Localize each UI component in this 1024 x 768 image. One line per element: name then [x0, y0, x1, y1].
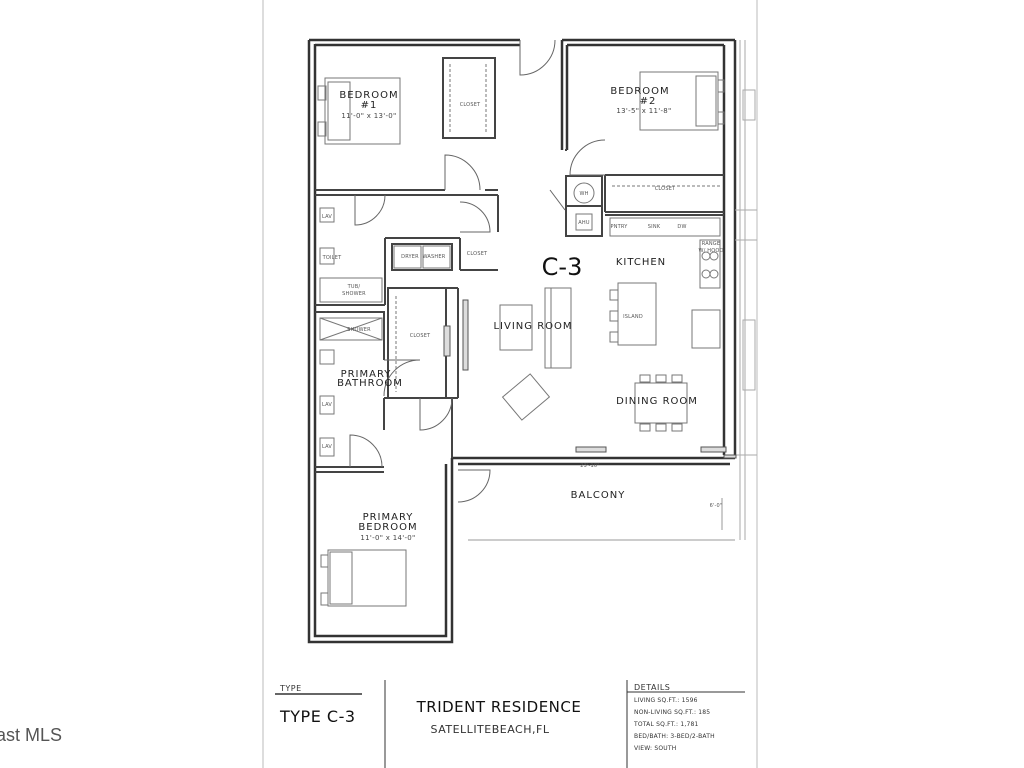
title-block: [275, 680, 745, 768]
title-block-type-value: TYPE C-3: [279, 707, 356, 726]
primary-closet-label: CLOSET: [410, 333, 431, 339]
furniture: [317, 64, 725, 607]
bedroom1-closet-label: CLOSET: [460, 102, 481, 108]
mls-watermark: ast MLS: [0, 725, 62, 745]
dryer-label: DRYER: [401, 254, 419, 260]
tub-label-line1: TUB/: [347, 284, 361, 290]
title-block-detail-row: LIVING SQ.FT.: 1596: [634, 697, 698, 704]
unit-label: C-3: [542, 253, 583, 281]
primary-lav2-label: LAV: [322, 444, 332, 450]
sink-label: SINK: [648, 224, 661, 230]
tub-label-line2: SHOWER: [342, 291, 366, 297]
range-label-line1: RANGE: [702, 241, 720, 247]
sheet-border: [262, 0, 758, 768]
island-label: ISLAND: [623, 314, 643, 320]
dw-label: DW: [677, 224, 686, 230]
primary-lav1-label: LAV: [322, 402, 332, 408]
primary-bathroom-name-line1: PRIMARY: [341, 369, 392, 380]
interior-walls: [315, 57, 724, 473]
bedroom2-name: BEDROOM: [610, 86, 669, 97]
title-block-project-name: TRIDENT RESIDENCE: [416, 698, 582, 716]
balcony-width-dim: 23'-10": [580, 463, 600, 469]
bedroom1-dims: 11'-0" x 13'-0": [341, 112, 396, 120]
title-block-location: SATELLITEBEACH,FL: [431, 723, 550, 736]
balcony-depth-dim: 6'-0": [710, 503, 723, 509]
bath2-toilet-label: TOILET: [322, 255, 342, 261]
ahu-label: AHU: [578, 220, 590, 226]
title-block-detail-row: TOTAL SQ.FT.: 1,781: [633, 721, 699, 728]
primary-bedroom-name-line2: BEDROOM: [358, 522, 417, 533]
balcony-label: BALCONY: [571, 490, 626, 501]
title-block-details-header: DETAILS: [634, 683, 670, 692]
title-block-type-header: TYPE: [279, 684, 302, 693]
bedroom2-number: #2: [640, 96, 657, 107]
primary-bedroom-dims: 11'-0" x 14'-0": [360, 534, 415, 542]
primary-bedroom-name-line1: PRIMARY: [363, 512, 414, 523]
bedroom1-number: #1: [361, 100, 378, 111]
door-swings: [349, 39, 606, 503]
wh-label: WH: [579, 191, 588, 197]
hall-closet-label: CLOSET: [467, 251, 488, 257]
shower-label: SHOWER: [347, 327, 371, 333]
primary-bathroom-name-line2: BATHROOM: [337, 378, 403, 389]
living-room-label: LIVING ROOM: [493, 321, 572, 332]
title-block-detail-row: NON-LIVING SQ.FT.: 185: [634, 709, 710, 716]
title-block-detail-row: BED/BATH: 3-BED/2-BATH: [634, 733, 715, 740]
building-context: [735, 40, 757, 540]
bedroom1-name: BEDROOM: [339, 90, 398, 101]
bedroom2-dims: 13'-5" x 11'-8": [616, 107, 671, 115]
dining-room-label: DINING ROOM: [616, 396, 698, 407]
windows: [443, 299, 737, 459]
bedroom2-closet-label: CLOSET: [655, 186, 676, 192]
title-block-detail-row: VIEW: SOUTH: [634, 745, 676, 752]
pantry-label: PNTRY: [610, 224, 628, 230]
kitchen-label: KITCHEN: [616, 257, 666, 268]
washer-label: WASHER: [423, 254, 446, 260]
bath2-lav-label: LAV: [322, 214, 332, 220]
range-label-line2: W/ HOOD: [698, 248, 723, 254]
